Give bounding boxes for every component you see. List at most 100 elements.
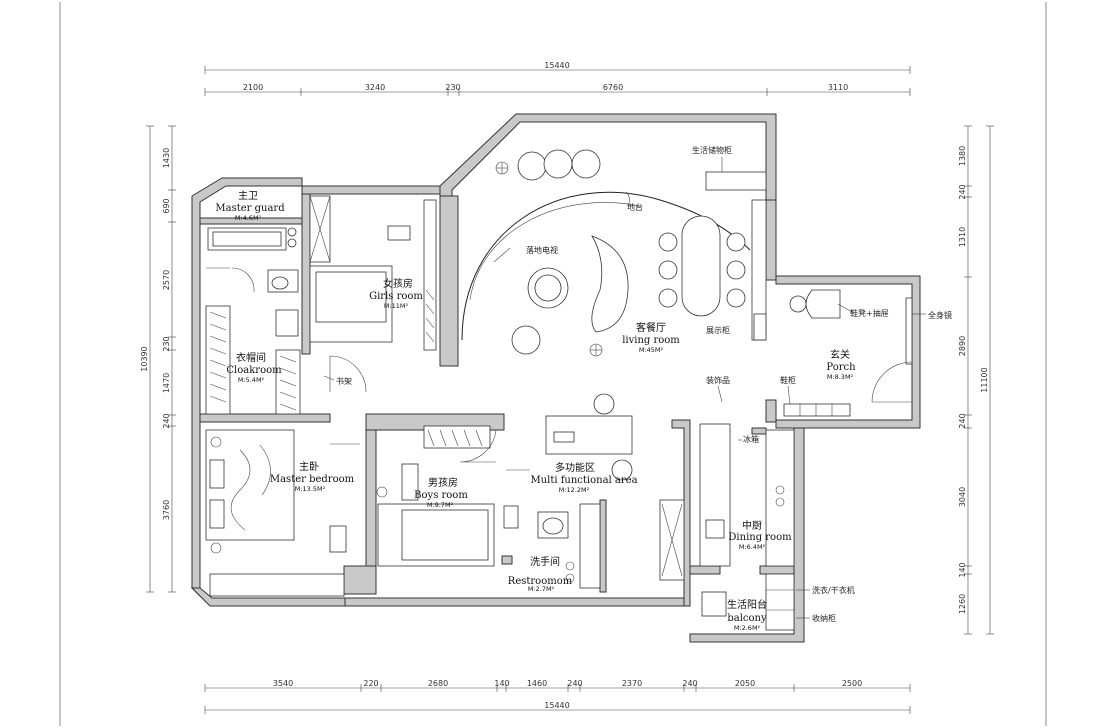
dim-right-3: 1310 [958, 227, 967, 247]
dim-right-7: 140 [958, 562, 967, 577]
dim-right-4: 2890 [958, 336, 967, 356]
note-storage: 收纳柜 [812, 613, 836, 623]
dim-left-2: 690 [162, 198, 171, 213]
dim-top-5: 3110 [828, 83, 848, 92]
dim-bottom-2: 220 [363, 679, 378, 688]
dim-left-6: 240 [162, 413, 171, 428]
note-fridge: 冰箱 [743, 434, 759, 444]
dim-right-6: 3040 [958, 487, 967, 507]
dim-left-3: 2570 [162, 270, 171, 290]
room-label-cn: 客餐厅 [636, 321, 666, 334]
dim-bottom-total: 15440 [544, 701, 569, 710]
room-label-en: Master bedroom [270, 474, 355, 485]
dim-bottom-8: 240 [682, 679, 697, 688]
room-label-en: Dining room [728, 532, 792, 543]
note-shoe-cabinet: 鞋柜 [780, 375, 796, 385]
note-washer-dryer: 洗衣/干衣机 [812, 585, 855, 595]
washer-dryer [765, 573, 795, 631]
girls-wardrobe [423, 199, 437, 351]
dim-left-4: 230 [162, 336, 171, 351]
dim-left-total: 10390 [140, 346, 149, 371]
dim-right-1: 1380 [958, 146, 967, 166]
dim-bottom-6: 240 [567, 679, 582, 688]
annotations: 生活储物柜 地台 落地电视 展示柜 鞋凳+抽屉 全身镜 装饰品 鞋柜 书架 冰箱… [323, 145, 952, 623]
room-label-cn: 中厨 [742, 519, 762, 532]
note-floor-tv: 落地电视 [526, 245, 558, 255]
room-label-en: living room [622, 335, 680, 346]
dim-top-2: 3240 [365, 83, 385, 92]
left-dimensions: 10390 1430 690 2570 230 1470 240 3760 [140, 125, 176, 593]
dim-bottom-4: 140 [494, 679, 509, 688]
room-balcony: 生活阳台 balcony M:2.6M² [727, 598, 767, 632]
room-living-room: 客餐厅 living room M:45M² [622, 321, 680, 354]
dim-right-total: 11100 [980, 367, 989, 392]
room-area: M:11M² [384, 302, 409, 310]
room-girls-room: 女孩房 Girls room M:11M² [369, 277, 423, 310]
room-area: M:6.4M² [739, 543, 766, 551]
kitchen-counter [699, 423, 731, 567]
room-label-en: balcony [727, 613, 767, 624]
right-dimensions: 1380 240 1310 2890 240 3040 140 1260 111… [958, 125, 994, 635]
room-dining-room: 中厨 Dining room M:6.4M² [728, 519, 792, 551]
master-wardrobe [209, 573, 345, 597]
room-label-cn: 多功能区 [555, 461, 595, 474]
furniture [205, 149, 913, 631]
dim-top-1: 2100 [243, 83, 263, 92]
wardrobe-right [275, 349, 301, 415]
note-bookshelf: 书架 [336, 376, 352, 386]
room-area: M:8.3M² [827, 373, 854, 381]
dim-right-5: 240 [958, 413, 967, 428]
room-area: M:12.2M² [559, 486, 590, 494]
sofa [591, 235, 629, 333]
room-master-bedroom: 主卧 Master bedroom M:13.5M² [270, 460, 355, 493]
room-label-en: Cloakroom [226, 365, 282, 376]
room-porch: 玄关 Porch M:8.3M² [826, 348, 856, 381]
wardrobe-left [205, 305, 231, 415]
dim-left-5: 1470 [162, 373, 171, 393]
room-label-cn: 男孩房 [428, 476, 458, 489]
top-dimensions: 15440 2100 3240 230 6760 3110 [204, 61, 911, 96]
storage-cabinet [705, 171, 767, 191]
room-label-cn: 生活阳台 [727, 598, 767, 611]
dim-right-2: 240 [958, 184, 967, 199]
dim-top-4: 6760 [603, 83, 623, 92]
note-decor: 装饰品 [706, 375, 730, 385]
dim-left-7: 3760 [162, 500, 171, 520]
room-area: M:5.4M² [238, 376, 265, 384]
dim-bottom-3: 2680 [428, 679, 448, 688]
room-label-en: Girls room [369, 291, 423, 302]
room-label-cn: 玄关 [830, 348, 850, 361]
room-label-cn: 主卧 [299, 460, 319, 473]
note-bench-drawer: 鞋凳+抽屉 [850, 308, 889, 318]
sheet-frame [59, 2, 1047, 726]
dim-bottom-7: 2370 [622, 679, 642, 688]
dim-bottom-1: 3540 [273, 679, 293, 688]
room-label-cn: 洗手间 [530, 555, 560, 568]
room-label-cn: 衣帽间 [236, 351, 266, 364]
room-restroom: 洗手间 Restroomom M:2.7M² [508, 555, 573, 593]
room-label-en: Boys room [414, 490, 468, 501]
dim-bottom-10: 2500 [842, 679, 862, 688]
dim-left-1: 1430 [162, 148, 171, 168]
dim-top-3: 230 [445, 83, 460, 92]
room-master-guard: 主卫 Master guard M:4.6M² [215, 190, 285, 222]
room-area: M:45M² [639, 346, 664, 354]
note-display-cabinet: 展示柜 [706, 325, 730, 335]
room-labels: 主卫 Master guard M:4.6M² 女孩房 Girls room M… [215, 190, 856, 632]
note-full-mirror: 全身镜 [928, 310, 952, 320]
room-area: M:2.7M² [528, 585, 555, 593]
note-storage-cabinet: 生活储物柜 [692, 145, 732, 155]
dining-table [681, 215, 721, 317]
room-label-cn: 主卫 [238, 190, 258, 202]
dim-top-total: 15440 [544, 61, 569, 70]
room-cloakroom: 衣帽间 Cloakroom M:5.4M² [226, 351, 282, 384]
room-area: M:13.5M² [295, 485, 326, 493]
exterior-walls [190, 113, 921, 643]
room-area: M:2.6M² [734, 624, 761, 632]
dim-bottom-5: 1460 [527, 679, 547, 688]
dim-right-8: 1260 [958, 594, 967, 614]
dim-bottom-9: 2050 [735, 679, 755, 688]
bottom-dimensions: 3540 220 2680 140 1460 240 2370 240 2050… [204, 679, 911, 714]
room-label-en: Multi functional area [530, 475, 637, 486]
